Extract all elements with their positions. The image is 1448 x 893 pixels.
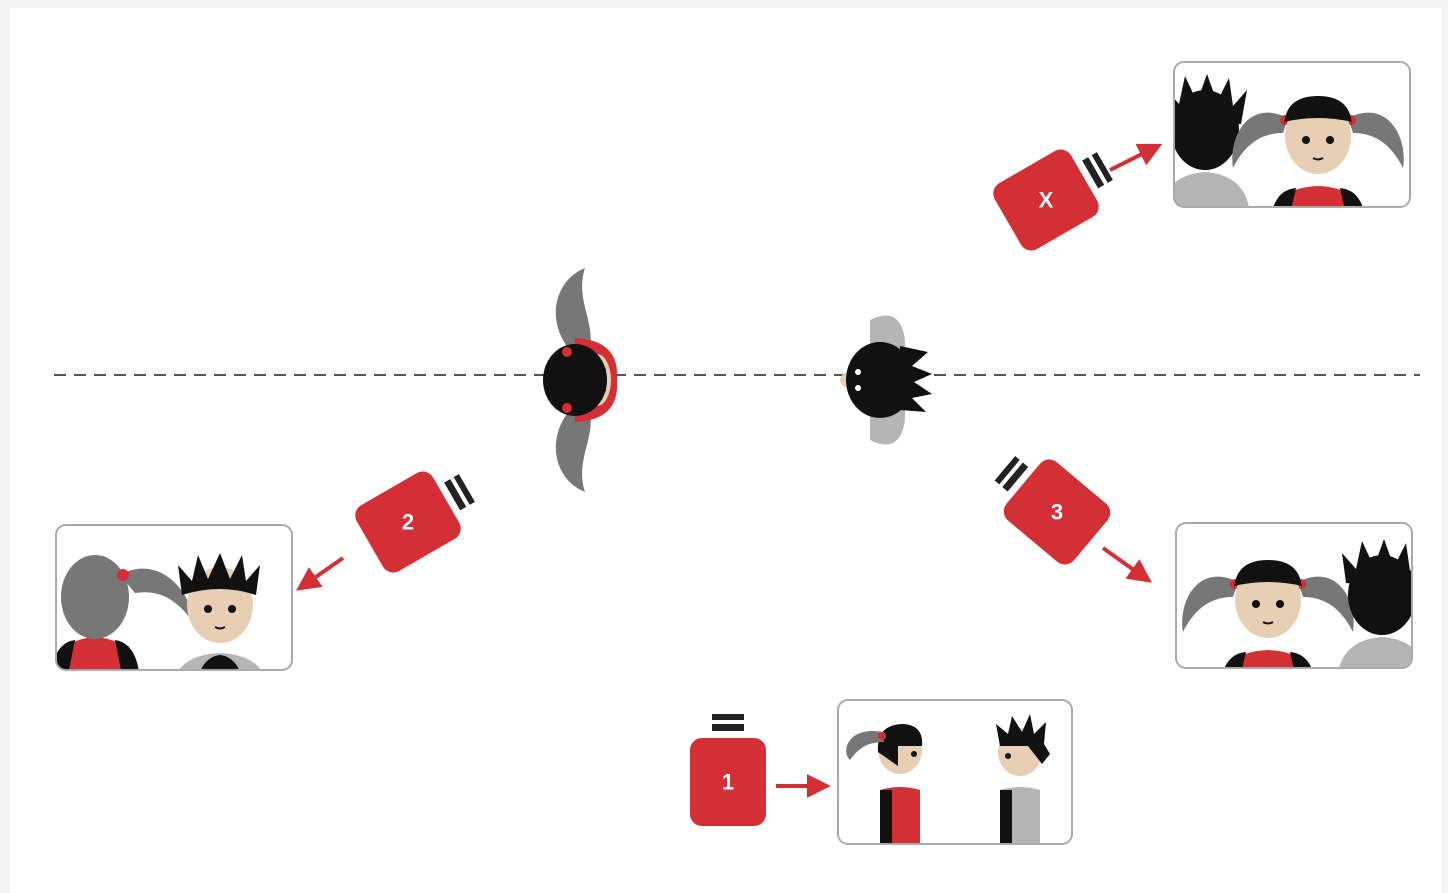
arrow-3-icon [1103, 548, 1148, 580]
frame-1 [838, 700, 1072, 850]
camera-x-icon: X [989, 133, 1124, 255]
camera-1-label: 1 [722, 770, 734, 795]
frame-2 [50, 525, 292, 690]
camera-3-label: 3 [1051, 500, 1063, 525]
boy-top-view [840, 316, 932, 445]
camera-1-icon: 1 [690, 714, 766, 826]
frame-x [1160, 62, 1410, 223]
camera-x-label: X [1039, 188, 1054, 213]
frame-3 [1176, 523, 1427, 687]
girl-top-view [543, 268, 617, 492]
camera-2-label: 2 [402, 510, 414, 535]
camera-3-icon: 3 [980, 439, 1115, 569]
arrow-2-icon [300, 558, 343, 588]
camera-2-icon: 2 [351, 455, 486, 577]
arrow-x-icon [1110, 146, 1158, 170]
